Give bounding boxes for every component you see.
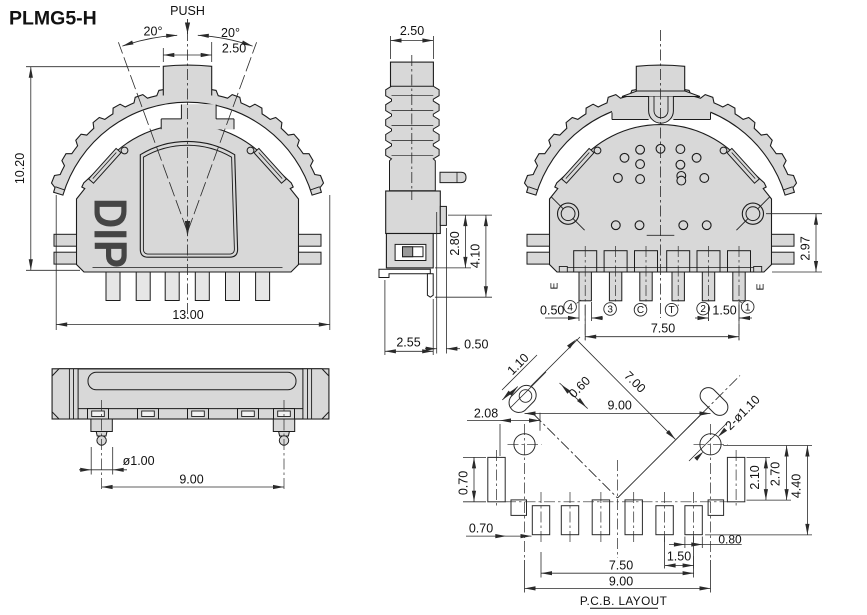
svg-text:4: 4 (567, 302, 573, 313)
svg-text:2.08: 2.08 (474, 407, 498, 421)
svg-text:2.97: 2.97 (799, 236, 813, 260)
svg-text:20°: 20° (144, 25, 163, 39)
svg-text:E: E (755, 283, 767, 290)
svg-text:10.20: 10.20 (13, 153, 27, 184)
svg-text:0.50: 0.50 (464, 338, 488, 352)
svg-text:1.50: 1.50 (712, 304, 736, 318)
svg-text:2: 2 (700, 304, 706, 315)
svg-text:PLMG5-H: PLMG5-H (9, 8, 97, 30)
svg-text:E: E (549, 282, 561, 289)
svg-text:C: C (637, 305, 644, 316)
svg-text:9.00: 9.00 (179, 473, 203, 487)
svg-text:0.80: 0.80 (718, 532, 742, 546)
svg-text:1.50: 1.50 (667, 550, 691, 564)
svg-text:T: T (669, 305, 675, 316)
svg-text:2.80: 2.80 (448, 231, 462, 255)
svg-text:0.50: 0.50 (540, 304, 564, 318)
svg-text:2.70: 2.70 (769, 462, 783, 486)
svg-text:13.00: 13.00 (172, 308, 203, 322)
svg-text:1: 1 (745, 302, 751, 313)
svg-text:2.10: 2.10 (748, 465, 762, 489)
svg-text:4.40: 4.40 (790, 474, 804, 498)
svg-text:2.55: 2.55 (396, 336, 420, 350)
svg-text:9.00: 9.00 (608, 399, 632, 413)
svg-text:3: 3 (607, 304, 613, 315)
svg-text:7.50: 7.50 (651, 322, 675, 336)
svg-text:4.10: 4.10 (469, 244, 483, 268)
svg-text:0.70: 0.70 (469, 522, 493, 536)
svg-text:7.50: 7.50 (609, 559, 633, 573)
svg-text:DIP: DIP (85, 198, 137, 268)
svg-text:0.70: 0.70 (457, 471, 471, 495)
svg-text:ø1.00: ø1.00 (123, 454, 155, 468)
svg-text:PUSH: PUSH (170, 4, 205, 18)
svg-text:9.00: 9.00 (609, 575, 633, 589)
svg-text:2.50: 2.50 (222, 42, 246, 56)
svg-text:2.50: 2.50 (400, 24, 424, 38)
svg-text:P.C.B. LAYOUT: P.C.B. LAYOUT (580, 594, 667, 608)
svg-text:20°: 20° (221, 26, 240, 40)
